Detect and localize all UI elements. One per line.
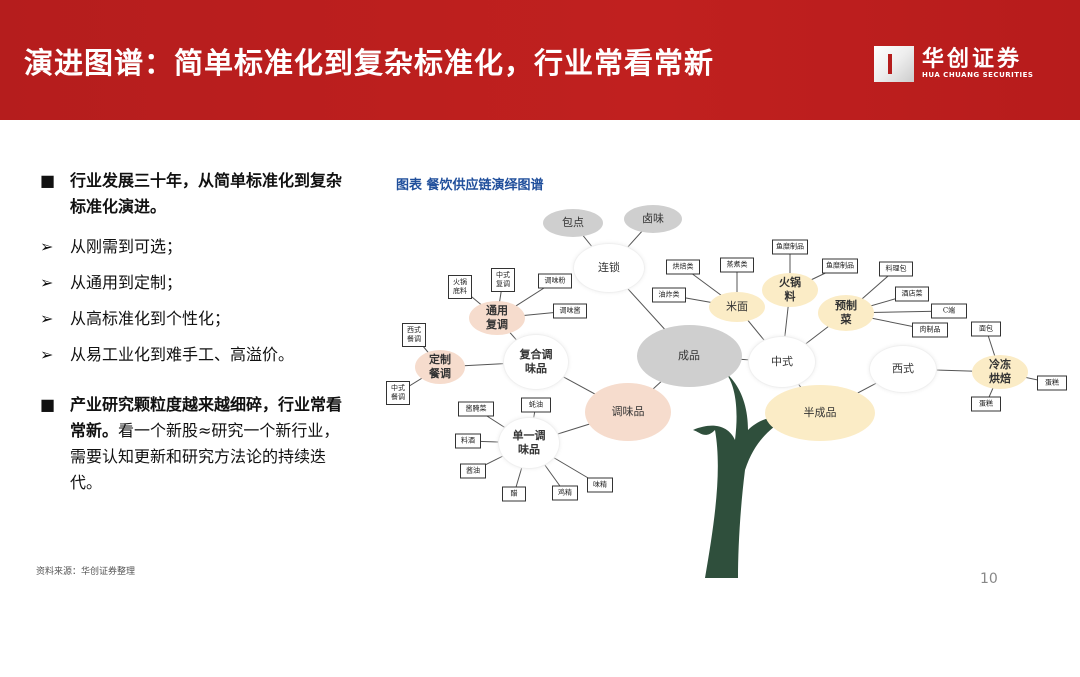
diagram-box: 蛋糕: [1037, 375, 1067, 391]
header-bar: 演进图谱：简单标准化到复杂标准化，行业常看常新 华创证券 HUA CHUANG …: [0, 0, 1080, 120]
bullet-marker: ➢: [40, 237, 54, 256]
bullet-item: ➢ 从刚需到可选；: [40, 234, 355, 260]
page-number: 10: [980, 571, 998, 587]
diagram-box: 醋: [502, 486, 526, 502]
bullet-text: 行业发展三十年，从简单标准化到复杂标准化演进。: [70, 171, 343, 216]
diagram-box: 肉制品: [912, 322, 948, 338]
diagram-node: 中式: [748, 336, 816, 388]
diagram-box: 中式餐调: [386, 381, 410, 405]
diagram-node: 半成品: [765, 385, 875, 441]
diagram-node: 定制餐调: [415, 350, 465, 384]
bullet-item: ➢ 从易工业化到难手工、高溢价。: [40, 342, 355, 368]
diagram-box: 味精: [587, 477, 613, 493]
bullet-text: 从易工业化到难手工、高溢价。: [70, 345, 295, 364]
bullet-list: ■ 行业发展三十年，从简单标准化到复杂标准化演进。 ➢ 从刚需到可选； ➢ 从通用到定制；…: [40, 168, 355, 506]
bullet-text: 从高标准化到个性化；: [70, 309, 231, 328]
diagram-box: 酱腌菜: [458, 401, 494, 417]
diagram-node: 通用复调: [469, 301, 525, 335]
diagram-node: 包点: [543, 209, 603, 237]
diagram-node: 成品: [636, 325, 742, 387]
diagram-box: 调味粉: [538, 273, 572, 289]
bullet-marker: ➢: [40, 273, 54, 292]
diagram-node: 火锅料: [762, 273, 818, 307]
diagram-node: 卤味: [624, 205, 682, 233]
bullet-item: ➢ 从高标准化到个性化；: [40, 306, 355, 332]
bullet-marker: ■: [40, 171, 56, 190]
diagram-box: 西式餐调: [402, 323, 426, 347]
tree-trunk: [693, 372, 785, 578]
bullet-item: ■ 产业研究颗粒度越来越细碎，行业常看常新。看一个新股≈研究一个新行业，需要认知更…: [40, 392, 355, 496]
bullet-marker: ■: [40, 395, 56, 414]
bullet-item: ■ 行业发展三十年，从简单标准化到复杂标准化演进。: [40, 168, 355, 220]
bullet-marker: ➢: [40, 309, 54, 328]
diagram-box: 蛋糕: [971, 396, 1001, 412]
bullet-text: 看一个新股≈研究一个新行业，需要认知更新和研究方法论的持续迭代。: [70, 421, 340, 492]
company-logo: 华创证券 HUA CHUANG SECURITIES: [874, 46, 1033, 82]
diagram-box: 火锅底料: [448, 275, 472, 299]
diagram-box: 鱼糜制品: [772, 239, 808, 255]
diagram-box: 酱油: [460, 463, 486, 479]
diagram-box: 蚝油: [521, 397, 551, 413]
diagram-node: 米面: [709, 292, 765, 322]
slide-title: 演进图谱：简单标准化到复杂标准化，行业常看常新: [24, 46, 715, 80]
diagram-box: 酒店菜: [895, 286, 929, 302]
diagram-node: 复合调味品: [503, 334, 569, 390]
bullet-bold-text: 产业研究颗粒度越来越细碎，行业常看常新。: [70, 395, 343, 440]
source-note: 资料来源：华创证券整理: [36, 567, 136, 577]
bullet-item: ➢ 从通用到定制；: [40, 270, 355, 296]
bullet-marker: ➢: [40, 345, 54, 364]
diagram-node: 西式: [869, 345, 937, 393]
diagram-box: 油炸类: [652, 287, 686, 303]
bullet-text: 从刚需到可选；: [70, 237, 183, 256]
logo-en: HUA CHUANG SECURITIES: [922, 71, 1034, 79]
diagram-node: 单一调味品: [498, 417, 560, 469]
diagram-box: 料酒: [455, 433, 481, 449]
diagram-node: 冷冻烘焙: [972, 355, 1028, 389]
diagram-box: 鱼糜制品: [822, 258, 858, 274]
diagram-node: 预制菜: [818, 295, 874, 331]
diagram-box: C端: [931, 303, 967, 319]
diagram-box: 鸡精: [552, 485, 578, 501]
logo-cn: 华创证券: [922, 47, 1023, 72]
diagram-box: 中式复调: [491, 268, 515, 292]
diagram-box: 蒸煮类: [720, 257, 754, 273]
diagram-box: 料理包: [879, 261, 913, 277]
bullet-text: 从通用到定制；: [70, 273, 183, 292]
diagram-box: 面包: [971, 321, 1001, 337]
diagram-node: 调味品: [585, 383, 671, 441]
diagram-box: 烘焙类: [666, 259, 700, 275]
figure-title: 图表 餐饮供应链演绎图谱: [396, 178, 544, 193]
diagram-box: 调味酱: [553, 303, 587, 319]
logo-cube-icon: [874, 46, 914, 82]
diagram-node: 连锁: [573, 243, 645, 293]
